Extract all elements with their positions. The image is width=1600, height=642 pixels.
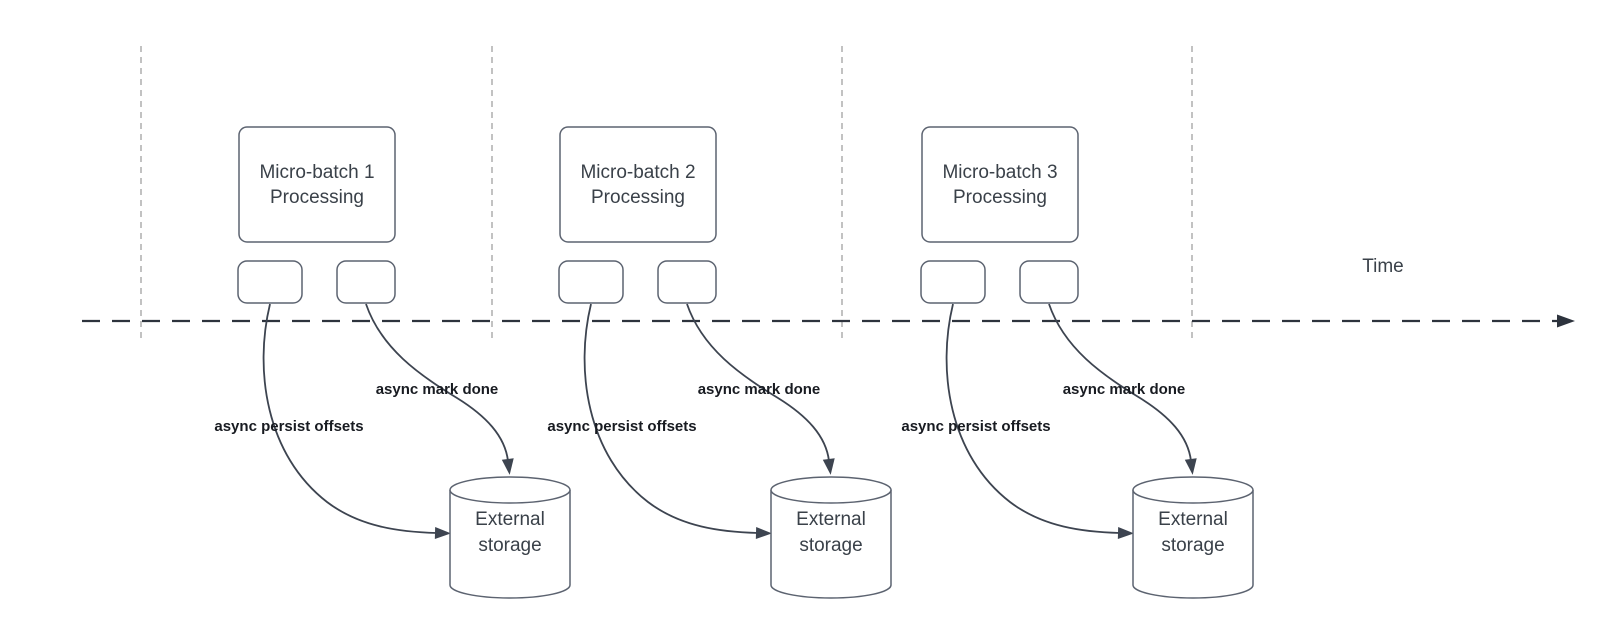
- offset-task-box: [920, 260, 986, 304]
- persist-offsets-arrow: [583, 303, 772, 539]
- external-storage-line1: External: [796, 509, 866, 530]
- microbatch-box-title: Micro-batch 2 Processing: [560, 127, 716, 248]
- microbatch-group-1: [237, 126, 571, 599]
- storage-cylinder-body: [1132, 490, 1254, 599]
- time-axis-label: Time: [1362, 256, 1404, 277]
- microbatch-group-2: [558, 126, 892, 599]
- external-storage-label: External storage: [1133, 507, 1253, 559]
- mark-done-arrow: [686, 303, 835, 475]
- persist-offsets-label: async persist offsets: [214, 418, 364, 435]
- microbatch-title-line1: Micro-batch 1: [259, 161, 375, 183]
- storage-cylinder-rim: [770, 476, 892, 504]
- microbatch-title-line1: Micro-batch 3: [942, 161, 1058, 183]
- external-storage-line2: storage: [478, 535, 542, 556]
- microbatch-box: [238, 126, 396, 243]
- microbatch-title-line2: Processing: [270, 186, 364, 208]
- persist-offsets-label: async persist offsets: [547, 418, 697, 435]
- storage-cylinder-body: [770, 490, 892, 599]
- external-storage-line1: External: [1158, 509, 1228, 530]
- microbatch-box: [921, 126, 1079, 243]
- external-storage-line1: External: [475, 509, 545, 530]
- microbatch-box-title: Micro-batch 3 Processing: [922, 127, 1078, 248]
- external-storage-label: External storage: [771, 507, 891, 559]
- storage-cylinder-body: [449, 490, 571, 599]
- persist-offsets-label: async persist offsets: [901, 418, 1051, 435]
- mark-done-label: async mark done: [697, 381, 821, 398]
- mark-done-label: async mark done: [1062, 381, 1186, 398]
- microbatch-title-line2: Processing: [953, 186, 1047, 208]
- mark-done-arrow: [365, 303, 514, 475]
- storage-cylinder-rim: [1132, 476, 1254, 504]
- external-storage-line2: storage: [799, 535, 863, 556]
- offset-task-box: [558, 260, 624, 304]
- microbatch-title-line2: Processing: [591, 186, 685, 208]
- persist-offsets-arrow: [262, 303, 451, 539]
- offset-task-box: [237, 260, 303, 304]
- mark-done-label: async mark done: [375, 381, 499, 398]
- microbatch-box-title: Micro-batch 1 Processing: [239, 127, 395, 248]
- done-task-box: [336, 260, 396, 304]
- mark-done-arrow: [1048, 303, 1197, 475]
- external-storage-label: External storage: [450, 507, 570, 559]
- microbatch-group-3: [920, 126, 1254, 599]
- done-task-box: [657, 260, 717, 304]
- microbatch-box: [559, 126, 717, 243]
- persist-offsets-arrow: [945, 303, 1134, 539]
- done-task-box: [1019, 260, 1079, 304]
- storage-cylinder-rim: [449, 476, 571, 504]
- microbatch-title-line1: Micro-batch 2: [580, 161, 696, 183]
- external-storage-line2: storage: [1161, 535, 1225, 556]
